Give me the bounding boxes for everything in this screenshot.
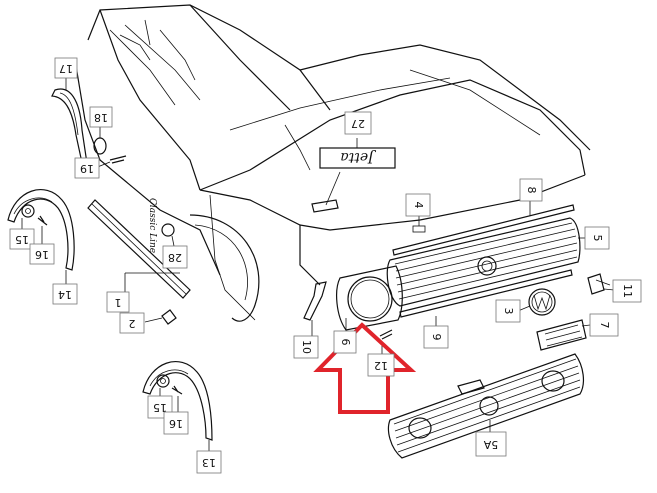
part-7-lens bbox=[536, 319, 591, 351]
callout-15-upper: 15 bbox=[9, 228, 35, 250]
callout-12: 12 bbox=[367, 353, 395, 377]
part-1-side-strip bbox=[87, 199, 191, 299]
callout-5a: 5A bbox=[475, 431, 507, 457]
callout-2: 2 bbox=[119, 312, 145, 334]
callout-27: 27 bbox=[344, 111, 372, 135]
callout-6: 6 bbox=[333, 330, 357, 354]
callout-1: 1 bbox=[106, 291, 130, 313]
svg-text:4: 4 bbox=[412, 202, 425, 209]
part-3-vw-emblem bbox=[517, 288, 556, 316]
emblem-text: Classic Line bbox=[147, 198, 157, 253]
svg-text:9: 9 bbox=[430, 334, 443, 341]
callout-8: 8 bbox=[519, 178, 543, 202]
svg-text:19: 19 bbox=[80, 162, 94, 175]
svg-text:6: 6 bbox=[339, 339, 352, 346]
callout-13: 13 bbox=[196, 450, 222, 474]
callout-28: 28 bbox=[162, 245, 188, 269]
part-5-grille bbox=[386, 217, 586, 307]
callout-5: 5 bbox=[584, 226, 610, 250]
svg-text:5A: 5A bbox=[483, 438, 498, 451]
callout-7: 7 bbox=[589, 313, 619, 337]
part-28-emblem: Classic Line bbox=[147, 198, 175, 253]
callout-17: 17 bbox=[54, 57, 78, 79]
part-2-clip bbox=[144, 309, 177, 325]
svg-text:12: 12 bbox=[374, 359, 388, 372]
callout-3: 3 bbox=[495, 299, 521, 323]
svg-text:16: 16 bbox=[35, 248, 49, 261]
callout-4: 4 bbox=[405, 193, 431, 217]
car-body-outline bbox=[74, 4, 591, 322]
svg-text:15: 15 bbox=[15, 233, 29, 246]
badge-text: Jetta bbox=[340, 149, 377, 165]
svg-text:10: 10 bbox=[300, 340, 313, 354]
part-14-wheel-arch-moulding bbox=[7, 189, 75, 285]
svg-text:14: 14 bbox=[58, 288, 72, 301]
svg-text:13: 13 bbox=[202, 456, 216, 469]
callout-16-lower: 16 bbox=[163, 411, 189, 435]
svg-text:28: 28 bbox=[168, 251, 182, 264]
svg-text:16: 16 bbox=[169, 417, 183, 430]
svg-text:5: 5 bbox=[591, 235, 604, 242]
part-4-badge bbox=[412, 216, 426, 233]
callout-11: 11 bbox=[612, 279, 642, 303]
svg-text:18: 18 bbox=[94, 111, 108, 124]
part-10-bracket bbox=[303, 281, 327, 336]
svg-text:2: 2 bbox=[129, 317, 136, 330]
svg-text:1: 1 bbox=[115, 296, 122, 309]
callout-10: 10 bbox=[293, 335, 319, 359]
svg-text:8: 8 bbox=[525, 187, 538, 194]
callout-18: 18 bbox=[89, 106, 113, 128]
part-5a-lower-grille bbox=[387, 353, 585, 459]
svg-text:27: 27 bbox=[351, 117, 365, 130]
svg-text:11: 11 bbox=[621, 284, 634, 298]
callout-9: 9 bbox=[423, 325, 449, 349]
part-11-clip bbox=[587, 273, 615, 295]
part-27-badge: Jetta bbox=[311, 138, 396, 213]
svg-text:15: 15 bbox=[153, 401, 167, 414]
callout-14: 14 bbox=[52, 283, 78, 305]
callout-16-upper: 16 bbox=[29, 243, 55, 265]
svg-text:3: 3 bbox=[502, 308, 515, 315]
part-13-wheel-arch-moulding bbox=[142, 361, 213, 452]
svg-text:17: 17 bbox=[59, 62, 73, 75]
callout-19: 19 bbox=[74, 157, 100, 179]
red-arrow bbox=[313, 322, 417, 414]
svg-text:7: 7 bbox=[598, 322, 611, 329]
